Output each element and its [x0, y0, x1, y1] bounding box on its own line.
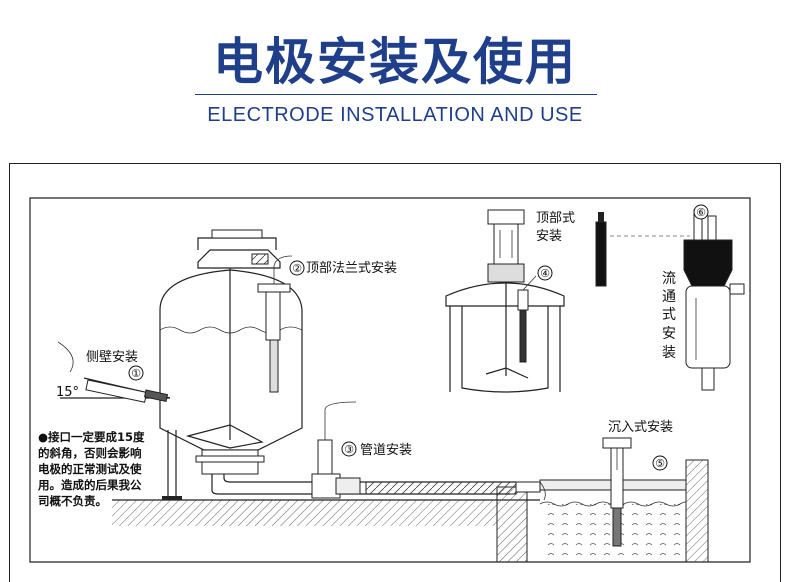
- step-markers: ① ② ③ ④ ⑤ ⑥: [128, 204, 709, 471]
- label-submersion: 沉入式安装: [608, 420, 673, 435]
- marker-2: ②: [292, 262, 302, 275]
- reactor-tank: [159, 229, 303, 500]
- pipeline: [211, 401, 546, 501]
- label-flow-1: 流: [662, 271, 676, 287]
- page-title: 电极安装及使用: [213, 33, 577, 91]
- label-side-wall: 侧壁安装: [86, 350, 138, 365]
- marker-4: ④: [540, 267, 550, 280]
- label-top-mount-line1: 顶部式: [536, 211, 575, 226]
- installation-note: ●接口一定要成15度 的斜角，否则会影响 电极的正常测试及使 用。造成的后果我公…: [37, 430, 145, 508]
- label-flow-3: 式: [662, 307, 676, 323]
- label-angle: 15°: [56, 385, 79, 400]
- note-line-3: 电极的正常测试及使: [38, 462, 142, 476]
- marker-5: ⑤: [655, 457, 665, 470]
- label-flow-5: 装: [662, 345, 676, 361]
- note-line-1: ●接口一定要成15度: [38, 430, 145, 444]
- note-line-5: 司概不负责。: [38, 494, 107, 508]
- label-flow-2: 通: [662, 289, 676, 305]
- marker-3: ③: [344, 443, 354, 456]
- diagram-frame: [9, 163, 781, 582]
- note-line-4: 用。造成的后果我公: [37, 478, 142, 492]
- top-mount-reactor: [445, 209, 690, 393]
- title-divider: [195, 94, 597, 95]
- marker-1: ①: [131, 367, 141, 380]
- page-subtitle: ELECTRODE INSTALLATION AND USE: [207, 104, 583, 126]
- label-top-flange: 顶部法兰式安装: [306, 261, 397, 276]
- label-flow-4: 安: [662, 326, 676, 342]
- top-flange-electrode: [257, 255, 293, 393]
- immersion-tank: [539, 437, 687, 562]
- diagram-labels: 顶部法兰式安装 侧壁安装 15° 管道安装 顶部式 安装 流 通 式 安 装 沉…: [56, 211, 676, 458]
- label-top-mount-line2: 安装: [536, 229, 562, 244]
- side-wall-electrode: [57, 341, 171, 403]
- label-pipe: 管道安装: [360, 443, 412, 458]
- flow-cell: [683, 209, 745, 391]
- diagram-outline: [29, 197, 751, 563]
- note-line-2: 的斜角，否则会影响: [38, 446, 142, 460]
- marker-6: ⑥: [696, 206, 706, 219]
